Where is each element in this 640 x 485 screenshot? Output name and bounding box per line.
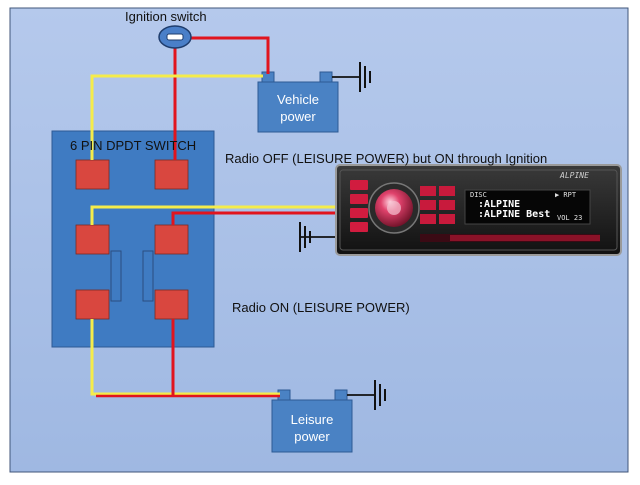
- leisure-power-line2: power: [294, 429, 330, 444]
- leisure-power-label: Leisure power: [272, 411, 352, 445]
- ignition-switch-icon: [158, 25, 192, 49]
- leisure-power-line1: Leisure: [290, 412, 334, 427]
- radio-display-line2: :ALPINE: [478, 199, 521, 210]
- switch-toggle-left: [110, 250, 122, 302]
- ground-symbol-icon: [299, 222, 311, 252]
- terminal-top-left: [75, 159, 110, 190]
- wire-radio-permanent: [90, 205, 340, 225]
- wire-radio-ignition: [171, 211, 340, 225]
- terminal-middle-right: [154, 224, 189, 255]
- switch-toggle-right: [142, 250, 154, 302]
- ground-symbol-icon: [374, 380, 386, 410]
- radio-brand: ALPINE: [560, 171, 589, 180]
- vehicle-power-line1: Vehicle: [277, 92, 319, 107]
- vehicle-battery: [257, 71, 339, 133]
- ground-symbol-icon: [359, 62, 371, 92]
- radio-display-line3: :ALPINE Best: [478, 209, 551, 220]
- radio-off-note: Radio OFF (LEISURE POWER) but ON through…: [225, 151, 548, 166]
- radio-on-note: Radio ON (LEISURE POWER): [232, 300, 410, 315]
- terminal-top-right: [154, 159, 189, 190]
- vehicle-power-line2: power: [280, 109, 316, 124]
- terminal-bottom-right: [154, 289, 189, 320]
- wire-leisure-to-switch-left: [90, 319, 280, 396]
- terminal-bottom-left: [75, 289, 110, 320]
- radio-volume: VOL 23: [557, 214, 583, 222]
- terminal-middle-left: [75, 224, 110, 255]
- radio-track: ▶ RPT: [555, 191, 577, 199]
- wire-vehicle-to-switch: [90, 74, 263, 160]
- switch-title: 6 PIN DPDT SWITCH: [70, 138, 197, 153]
- ignition-switch-label: Ignition switch: [125, 9, 207, 24]
- wires: [90, 36, 375, 398]
- vehicle-power-label: Vehicle power: [258, 91, 338, 125]
- radio-display-line1: DISC: [470, 191, 487, 199]
- car-radio-icon: [335, 164, 622, 256]
- wire-ignition-to-vehicle: [188, 36, 270, 74]
- leisure-battery: [271, 389, 353, 453]
